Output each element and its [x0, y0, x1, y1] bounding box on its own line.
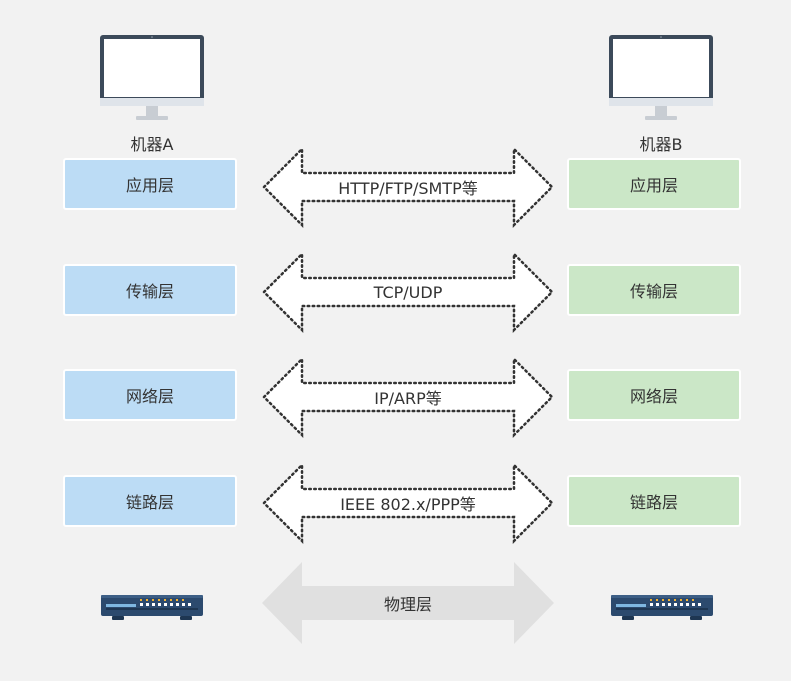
network-switch-b-icon: [610, 592, 714, 626]
machine-a-link-layer: 链路层: [63, 475, 237, 527]
machine-a-application-layer: 应用层: [63, 158, 237, 210]
machine-b-transport-layer: 传输层: [567, 264, 741, 316]
computer-b-icon: [608, 34, 714, 126]
link-protocol-label: IEEE 802.x/PPP等: [340, 495, 476, 514]
physical-layer-label: 物理层: [383, 595, 432, 614]
machine-a-transport-layer: 传输层: [63, 264, 237, 316]
transport-protocol-arrow: TCP/UDP: [260, 250, 556, 334]
link-protocol-arrow: IEEE 802.x/PPP等: [260, 461, 556, 545]
machine-b-network-layer: 网络层: [567, 369, 741, 421]
network-protocol-label: IP/ARP等: [374, 389, 442, 408]
machine-a-label: 机器A: [130, 135, 174, 154]
application-protocol-arrow: HTTP/FTP/SMTP等: [260, 145, 556, 229]
machine-a-network-layer: 网络层: [63, 369, 237, 421]
transport-protocol-label: TCP/UDP: [373, 282, 443, 302]
machine-b-application-layer: 应用层: [567, 158, 741, 210]
application-protocol-label: HTTP/FTP/SMTP等: [338, 179, 478, 198]
machine-b-label: 机器B: [639, 135, 683, 154]
network-protocol-arrow: IP/ARP等: [260, 355, 556, 439]
physical-layer-arrow: 物理层: [260, 561, 556, 645]
computer-a-icon: [99, 34, 205, 126]
network-switch-a-icon: [100, 592, 204, 626]
machine-b-link-layer: 链路层: [567, 475, 741, 527]
